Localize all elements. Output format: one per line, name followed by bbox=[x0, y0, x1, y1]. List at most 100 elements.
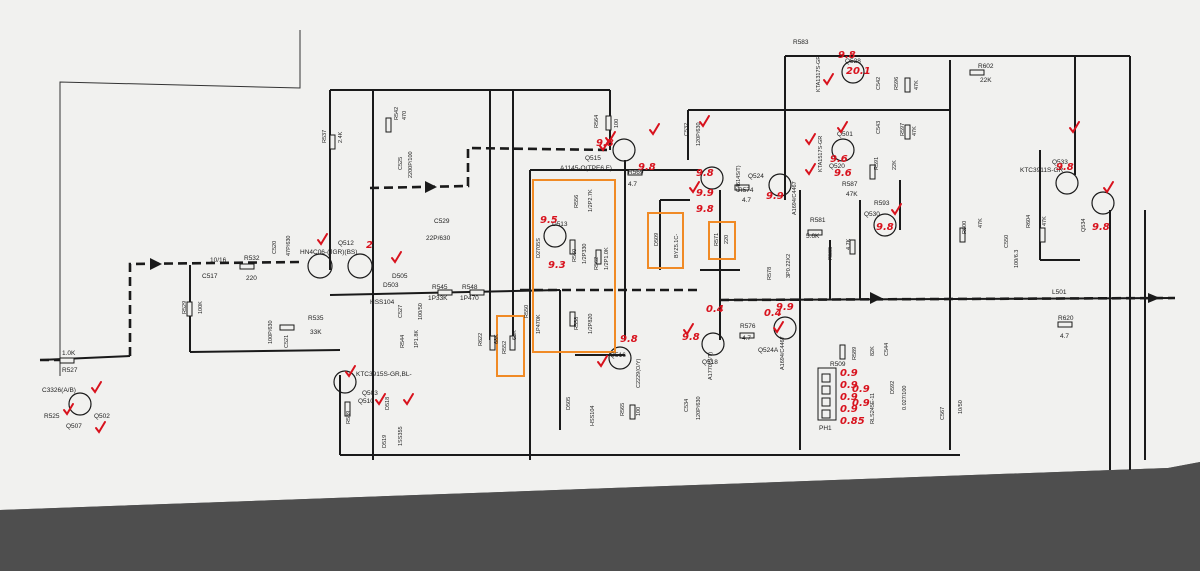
transistor-q512-b bbox=[347, 253, 373, 279]
label-r550v: 1P470K bbox=[536, 314, 542, 334]
label-r562: R562 bbox=[594, 257, 600, 270]
label-r597v: 47K bbox=[912, 126, 918, 136]
label-r600: R600 bbox=[962, 221, 968, 234]
label-hss104: HSS104 bbox=[370, 299, 395, 306]
note-q534: 9.8 bbox=[1092, 222, 1110, 233]
label-r596: R596 bbox=[894, 77, 900, 90]
note-ph1g: 0.9 bbox=[852, 398, 870, 409]
transistor-q515 bbox=[612, 138, 636, 162]
label-r565v: 100 bbox=[636, 407, 642, 416]
label-r509: R509 bbox=[830, 361, 846, 368]
label-r585v: 4.7K bbox=[846, 238, 852, 250]
label-r535: R535 bbox=[308, 315, 324, 322]
label-c525v: 2200P/100 bbox=[408, 151, 414, 178]
note-q501: 9.6 bbox=[830, 154, 848, 165]
label-c529v: 22P/630 bbox=[426, 235, 451, 242]
note-ph1b: 0.9 bbox=[840, 380, 858, 391]
orange-highlights bbox=[496, 179, 736, 377]
label-kta1517s: KTA1517S-GR bbox=[818, 136, 824, 172]
label-q516: Q516 bbox=[610, 352, 626, 359]
label-r532v: 220 bbox=[246, 275, 257, 282]
label-r564: R564 bbox=[594, 115, 600, 128]
label-r622v: 68K bbox=[494, 334, 500, 344]
label-r585: R585 bbox=[828, 247, 834, 260]
transistor-q512-a bbox=[307, 253, 333, 279]
label-q533: Q533 bbox=[1052, 159, 1068, 166]
label-r620v: 4.7 bbox=[1060, 333, 1069, 340]
label-r548: R548 bbox=[462, 284, 478, 291]
label-c532v: 120P/630 bbox=[696, 122, 702, 146]
label-r542: R542 bbox=[394, 107, 400, 120]
label-r556v: 1/2P2.7K bbox=[588, 189, 594, 212]
label-r527: R527 bbox=[62, 367, 78, 374]
transistor-q530 bbox=[873, 213, 897, 237]
note-q520: 9.6 bbox=[834, 168, 852, 179]
label-r537v: 2.4K bbox=[338, 131, 344, 143]
label-q502: Q502 bbox=[94, 413, 110, 420]
label-r581v: 5.6K bbox=[806, 233, 820, 240]
label-q507: Q507 bbox=[66, 423, 82, 430]
transistor-d513 bbox=[543, 224, 567, 248]
label-a1145: A1145-O(TPE6.F) bbox=[560, 165, 612, 172]
note-q515: 9.8 bbox=[638, 162, 656, 173]
label-rls245: RLS245E-11 bbox=[870, 393, 876, 424]
label-d503: D503 bbox=[383, 282, 399, 289]
label-r560v: 1/2P330 bbox=[582, 244, 588, 265]
label-r581: R581 bbox=[810, 217, 826, 224]
note-q528: 9.8 bbox=[838, 50, 856, 61]
label-c567: C567 bbox=[940, 407, 946, 420]
note-q516: 9.8 bbox=[620, 334, 638, 345]
label-r591v: 22K bbox=[892, 160, 898, 170]
label-c521: C521 bbox=[284, 335, 290, 348]
label-c532: C532 bbox=[684, 123, 690, 136]
transistor-q528 bbox=[841, 60, 865, 84]
paper-shadow bbox=[0, 462, 1200, 571]
wiring bbox=[39, 55, 1176, 470]
label-c543: C543 bbox=[876, 121, 882, 134]
label-q516b: C2229(O/Y) bbox=[636, 358, 642, 388]
label-c550v: 100/6.3 bbox=[1014, 250, 1020, 268]
label-r574v: 4.7 bbox=[742, 197, 751, 204]
label-d509: D509 bbox=[654, 233, 660, 246]
note-ph1f: 0.9 bbox=[852, 384, 870, 395]
label-r525: R525 bbox=[44, 413, 60, 420]
label-q534: Q534 bbox=[1081, 219, 1087, 232]
note-q501b: 9.9 bbox=[766, 191, 784, 202]
label-c550: C550 bbox=[1004, 235, 1010, 248]
highlight-r571 bbox=[708, 221, 736, 260]
highlight-d509 bbox=[647, 212, 684, 269]
label-kta1317s: KTA1317S-GR bbox=[816, 56, 822, 92]
label-r569: R569 bbox=[628, 169, 644, 176]
label-r542v: 470 bbox=[402, 111, 408, 120]
label-iss355: 1SS355 bbox=[398, 426, 404, 446]
label-a1770: A1770(S/T) bbox=[708, 352, 714, 380]
label-d2705s: D2705S bbox=[536, 238, 542, 258]
highlight-r622-r552 bbox=[496, 315, 525, 377]
label-c534v: 120P/630 bbox=[696, 396, 702, 420]
label-r556: R556 bbox=[574, 195, 580, 208]
label-r578v: 3P0.22X2 bbox=[786, 254, 792, 278]
label-r529: R529 bbox=[182, 301, 188, 314]
note-q533: 9.8 bbox=[1056, 162, 1074, 173]
note-r564: 9.8 bbox=[596, 138, 614, 149]
label-r576: R576 bbox=[740, 323, 756, 330]
label-r587: R587 bbox=[842, 181, 858, 188]
note-q528b: 20.1 bbox=[846, 66, 871, 77]
highlight-d513-group bbox=[532, 179, 616, 353]
label-hss104b: HSS104 bbox=[590, 406, 596, 427]
label-c520: C520 bbox=[272, 241, 278, 254]
label-q530: Q530 bbox=[864, 211, 880, 218]
label-r569v: 4.7 bbox=[628, 181, 637, 188]
label-c525: C525 bbox=[398, 157, 404, 170]
label-ktc3915: KTC3915S-GR,BL- bbox=[356, 371, 412, 378]
note-ph1d: 0.9 bbox=[840, 404, 858, 415]
label-r600v: 47K bbox=[978, 218, 984, 228]
label-q503: Q503 bbox=[362, 390, 378, 397]
note-q512a: 2 bbox=[366, 240, 373, 251]
label-r527v: 1.0K bbox=[62, 350, 76, 357]
label-r552: R552 bbox=[502, 341, 508, 354]
label-r552v: 68K bbox=[512, 330, 518, 340]
label-q518: Q518 bbox=[702, 359, 718, 366]
label-c517v: 10/16 bbox=[210, 257, 227, 264]
note-d513b: 9.3 bbox=[548, 260, 566, 271]
